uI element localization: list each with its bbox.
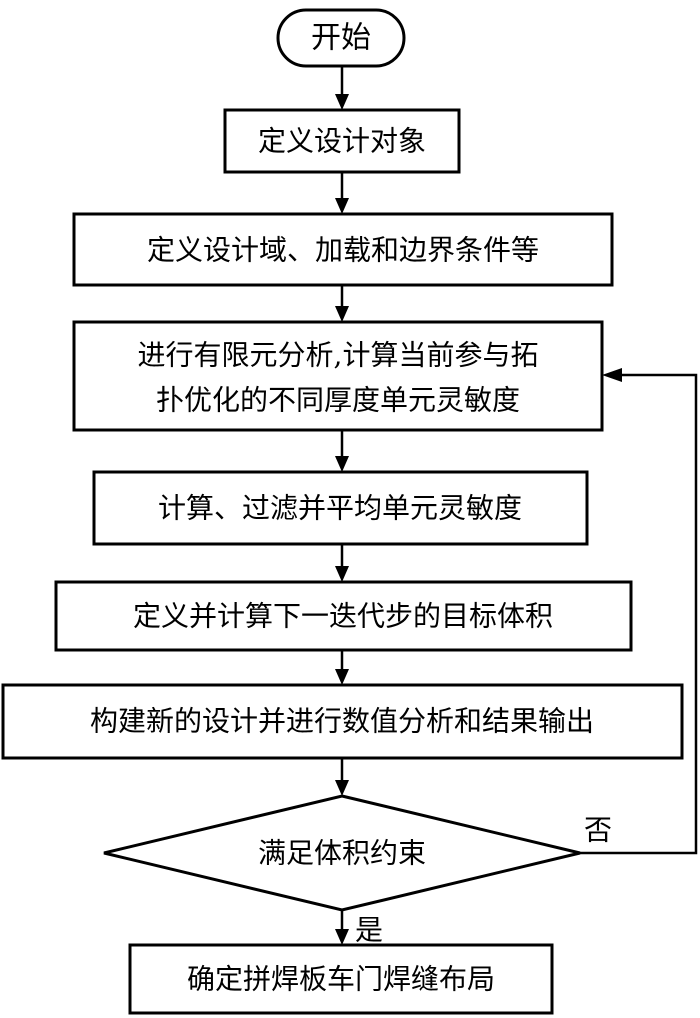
- step-define-object-box: [223, 108, 461, 174]
- step-target-volume-label: 定义并计算下一迭代步的目标体积: [133, 600, 553, 633]
- step-new-design-label: 构建新的设计并进行数值分析和结果输出: [90, 705, 594, 738]
- decision-no-label: 否: [584, 814, 612, 847]
- decision-diamond: [103, 794, 581, 912]
- arrowhead: [335, 669, 349, 685]
- arrowhead: [335, 780, 349, 796]
- step-fea-box: [72, 320, 604, 432]
- arrowhead: [335, 94, 349, 110]
- step-fea-label-line2: 扑优化的不同厚度单元灵敏度: [156, 384, 520, 417]
- end-label: 确定拼焊板车门焊缝布局: [187, 963, 495, 996]
- step-filter-average-label: 计算、过滤并平均单元灵敏度: [158, 492, 522, 525]
- start-terminator: [276, 8, 406, 68]
- decision-label: 满足体积约束: [258, 837, 426, 870]
- feedback-loop-no: [580, 373, 698, 855]
- arrowhead: [335, 198, 349, 214]
- step-fea-label-line1: 进行有限元分析,计算当前参与拓: [138, 339, 539, 372]
- arrowhead: [602, 368, 622, 382]
- arrowhead: [335, 566, 349, 582]
- end-box: [128, 943, 554, 1015]
- step-new-design-box: [1, 683, 684, 760]
- step-define-domain-box: [72, 212, 614, 287]
- step-target-volume-box: [54, 580, 633, 652]
- step-define-domain-label: 定义设计域、加载和边界条件等: [147, 234, 539, 267]
- step-define-object-label: 定义设计对象: [258, 125, 426, 158]
- decision-yes-label: 是: [355, 914, 383, 947]
- start-label: 开始: [311, 21, 371, 56]
- step-filter-average-box: [92, 470, 589, 546]
- arrowhead: [335, 456, 349, 472]
- arrowhead: [335, 929, 349, 945]
- arrowhead: [335, 306, 349, 322]
